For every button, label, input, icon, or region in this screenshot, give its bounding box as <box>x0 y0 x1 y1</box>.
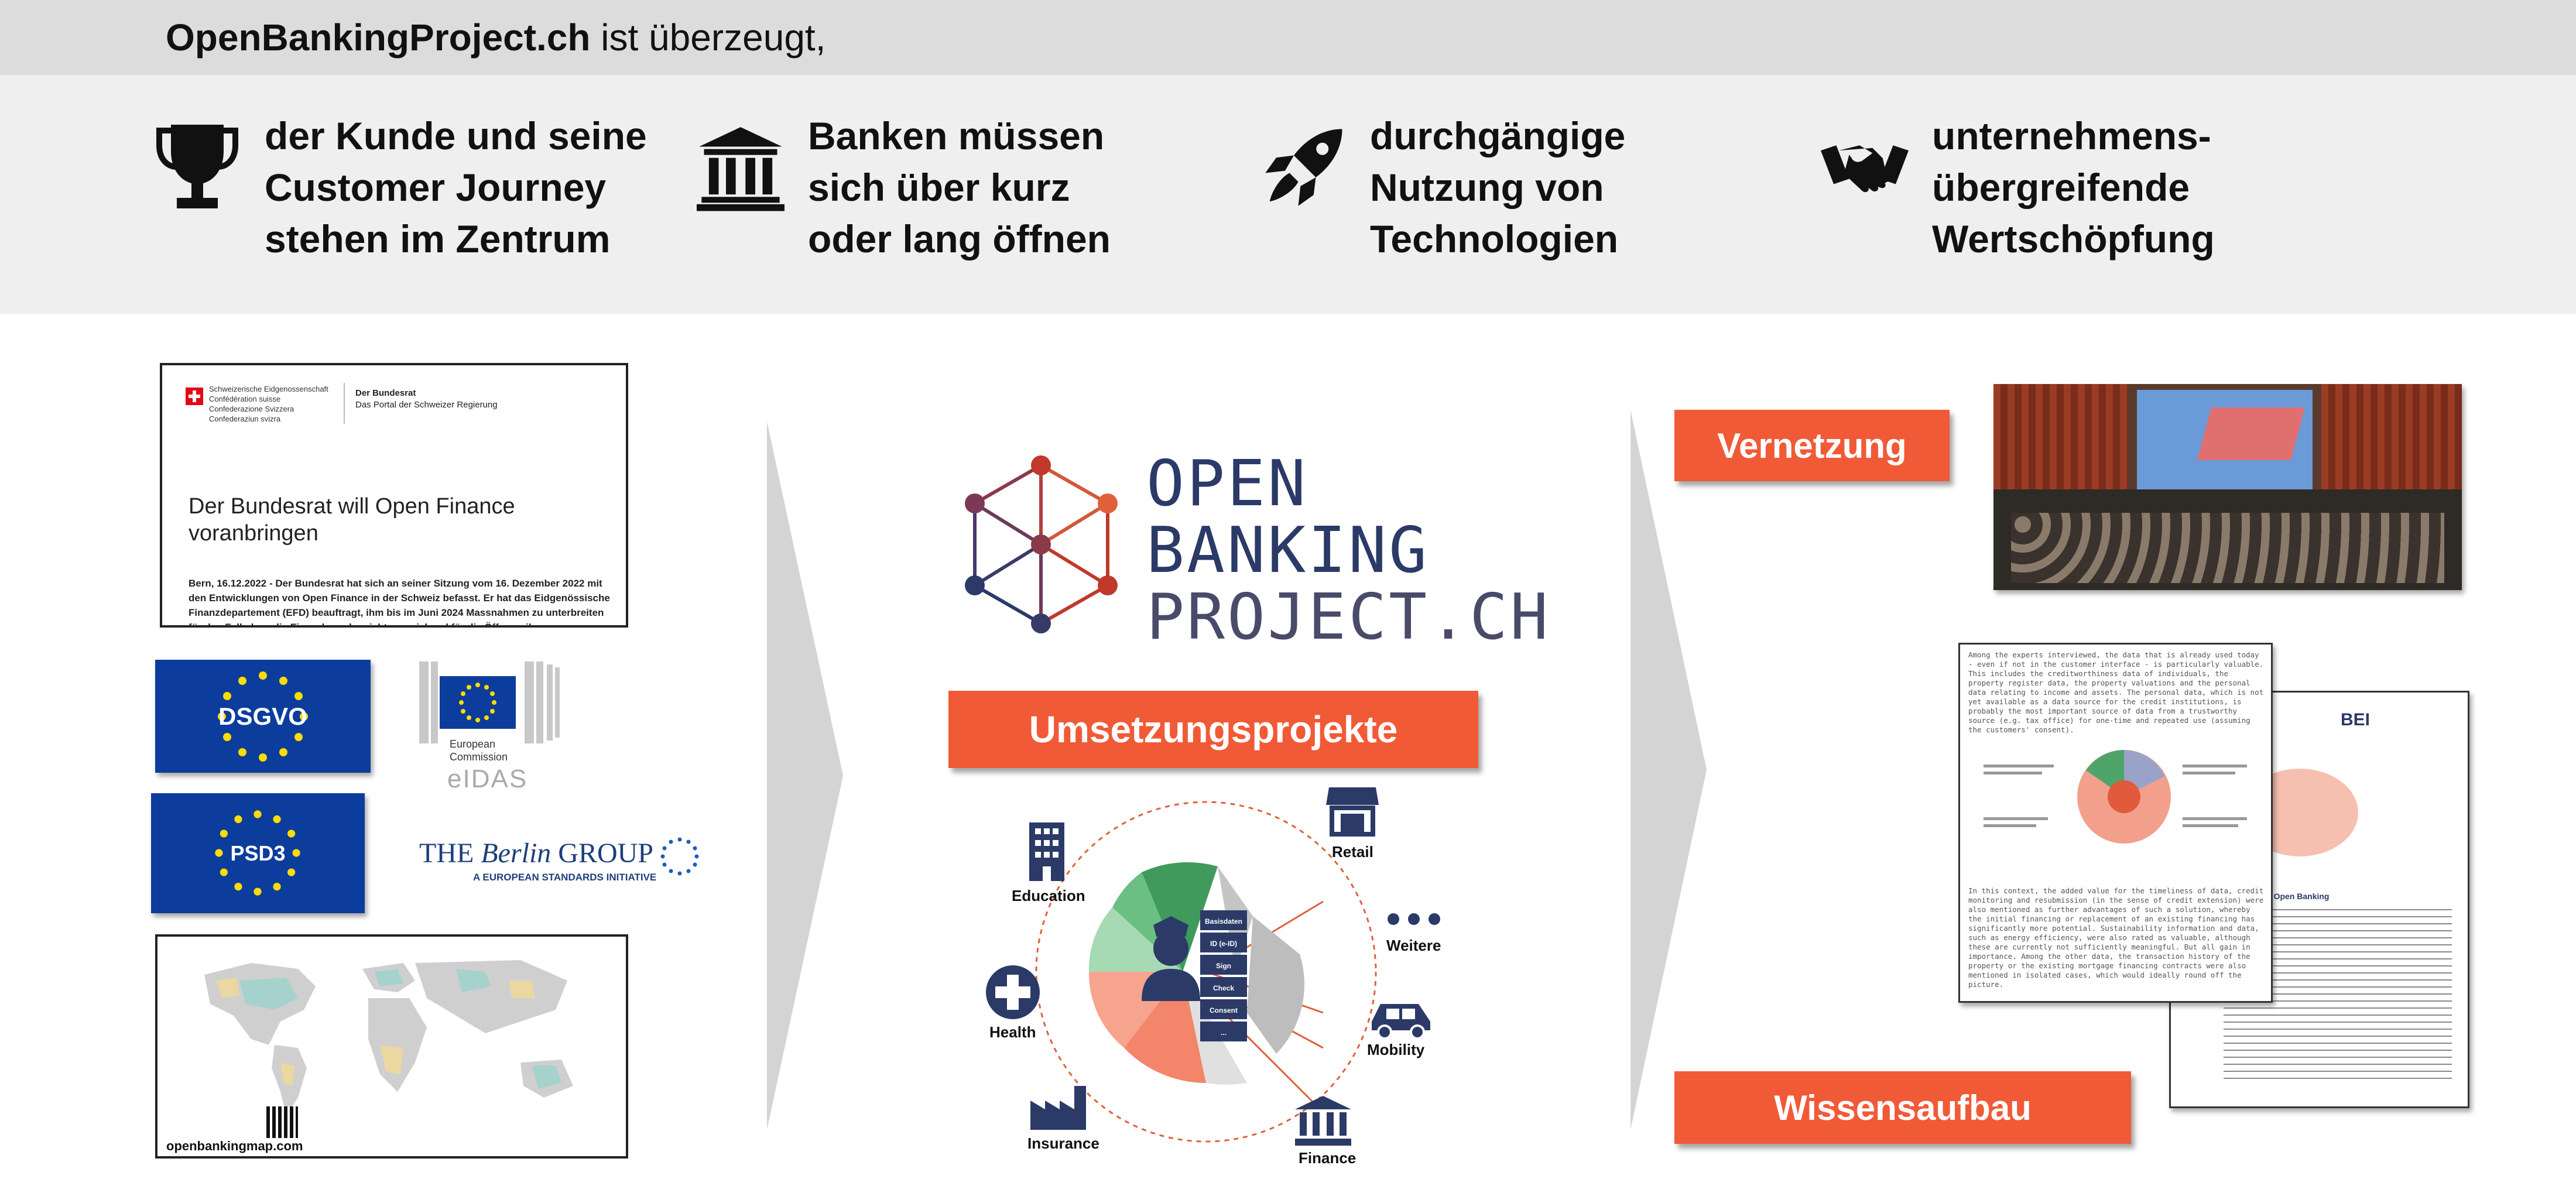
factory-icon <box>1030 1086 1086 1130</box>
vernetzung-button[interactable]: Vernetzung <box>1674 410 1950 481</box>
segment-health: Health <box>989 1023 1036 1041</box>
confederation-names: Schweizerische Eidgenossenschaft Confédé… <box>209 385 328 423</box>
more-dots-icon <box>1388 913 1440 925</box>
header-title: OpenBankingProject.ch ist überzeugt, <box>166 12 825 63</box>
report-page-front: Among the experts interviewed, the data … <box>1958 643 2273 1003</box>
divider <box>344 383 345 424</box>
bank-icon <box>1295 1096 1351 1146</box>
swiss-flag-icon <box>186 388 203 405</box>
step-consent: Consent <box>1210 1006 1238 1015</box>
segment-weitere: Weitere <box>1386 937 1441 954</box>
segment-retail: Retail <box>1332 843 1373 861</box>
segment-education: Education <box>1012 887 1085 904</box>
ecosystem-diagram <box>1035 801 1377 1143</box>
segment-mobility: Mobility <box>1367 1041 1425 1058</box>
report-chart <box>1984 750 2247 844</box>
store-icon <box>1326 787 1379 837</box>
pillar-value-creation: unternehmens- übergreifende Wertschöpfun… <box>1821 110 2215 265</box>
umsetzungsprojekte-button[interactable]: Umsetzungsprojekte <box>948 691 1478 768</box>
pillar-banks: Banken müssen sich über kurz oder lang ö… <box>697 110 1111 265</box>
eidas-label: eIDAS <box>447 765 528 793</box>
segment-finance: Finance <box>1299 1149 1356 1167</box>
press-body: Bern, 16.12.2022 - Der Bundesrat hat sic… <box>189 578 610 628</box>
qr-code-icon <box>266 1106 298 1138</box>
pillar-technology: durchgängige Nutzung von Technologien <box>1259 110 1625 265</box>
pillar-text: Banken müssen sich über kurz oder lang ö… <box>808 114 1111 261</box>
segment-insurance: Insurance <box>1027 1135 1099 1152</box>
psd3-flag: PSD3 <box>151 793 365 913</box>
customer-icon <box>1142 916 1200 1001</box>
bank-icon <box>697 110 785 227</box>
eu-stars-icon <box>215 810 300 896</box>
bundesrat-press-card: Schweizerische Eidgenossenschaft Confédé… <box>160 363 628 628</box>
health-cross-icon <box>986 965 1040 1019</box>
pillar-text: unternehmens- übergreifende Wertschöpfun… <box>1932 114 2215 261</box>
map-url[interactable]: openbankingmap.com <box>166 1139 303 1153</box>
dsgvo-flag: DSGVO <box>155 660 371 773</box>
dsgvo-label: DSGVO <box>218 702 307 730</box>
wissensaufbau-button[interactable]: Wissensaufbau <box>1674 1071 2131 1144</box>
eu-commission-icon <box>419 662 560 743</box>
header-bar <box>0 0 2576 75</box>
event-photo <box>1993 384 2462 590</box>
step-basisdaten: Basisdaten <box>1204 917 1243 926</box>
open-banking-map-card: openbankingmap.com <box>155 934 628 1159</box>
car-icon <box>1372 1004 1430 1039</box>
portal-title: Der Bundesrat Das Portal der Schweizer R… <box>355 388 498 410</box>
report-brand: BEI <box>2341 710 2371 729</box>
step-check: Check <box>1212 984 1235 992</box>
step-sign: Sign <box>1216 962 1231 970</box>
step-more: ... <box>1220 1029 1227 1037</box>
world-map <box>204 960 573 1115</box>
process-step-labels: Basisdaten ID (e-ID) Sign Check Consent … <box>1200 910 1247 1044</box>
header-tagline: ist überzeugt, <box>590 16 826 59</box>
berlin-group-logo: THE Berlin GROUP A EUROPEAN STANDARDS IN… <box>419 837 706 890</box>
flow-chevron-right <box>1630 410 1707 1130</box>
stars-ring-icon <box>660 837 699 876</box>
pillar-customer: der Kunde und seine Customer Journey ste… <box>153 110 647 265</box>
pillar-text: der Kunde und seine Customer Journey ste… <box>265 114 647 261</box>
process-steps <box>1200 910 1247 1041</box>
berlin-subtitle: A EUROPEAN STANDARDS INITIATIVE <box>473 872 657 883</box>
step-eid: ID (e-ID) <box>1210 940 1237 948</box>
report-paragraph-1: Among the experts interviewed, the data … <box>1968 650 2264 734</box>
handshake-icon <box>1821 110 1909 227</box>
psd3-label: PSD3 <box>230 841 286 865</box>
press-headline: Der Bundesrat will Open Finance voranbri… <box>189 494 515 546</box>
report-paragraph-2: In this context, the added value for the… <box>1968 886 2264 989</box>
building-icon <box>1029 822 1064 881</box>
rocket-icon <box>1259 110 1347 227</box>
pillar-text: durchgängige Nutzung von Technologien <box>1370 114 1626 261</box>
trophy-icon <box>153 110 241 227</box>
obp-hexagon-logo <box>965 455 1118 633</box>
pillars-band: der Kunde und seine Customer Journey ste… <box>0 75 2576 314</box>
flow-chevron-left <box>767 421 843 1130</box>
brand-name: OpenBankingProject.ch <box>166 16 591 59</box>
eu-stars-icon <box>218 671 308 762</box>
obp-wordmark: OPEN BANKING PROJECT.CH <box>1146 447 1551 654</box>
